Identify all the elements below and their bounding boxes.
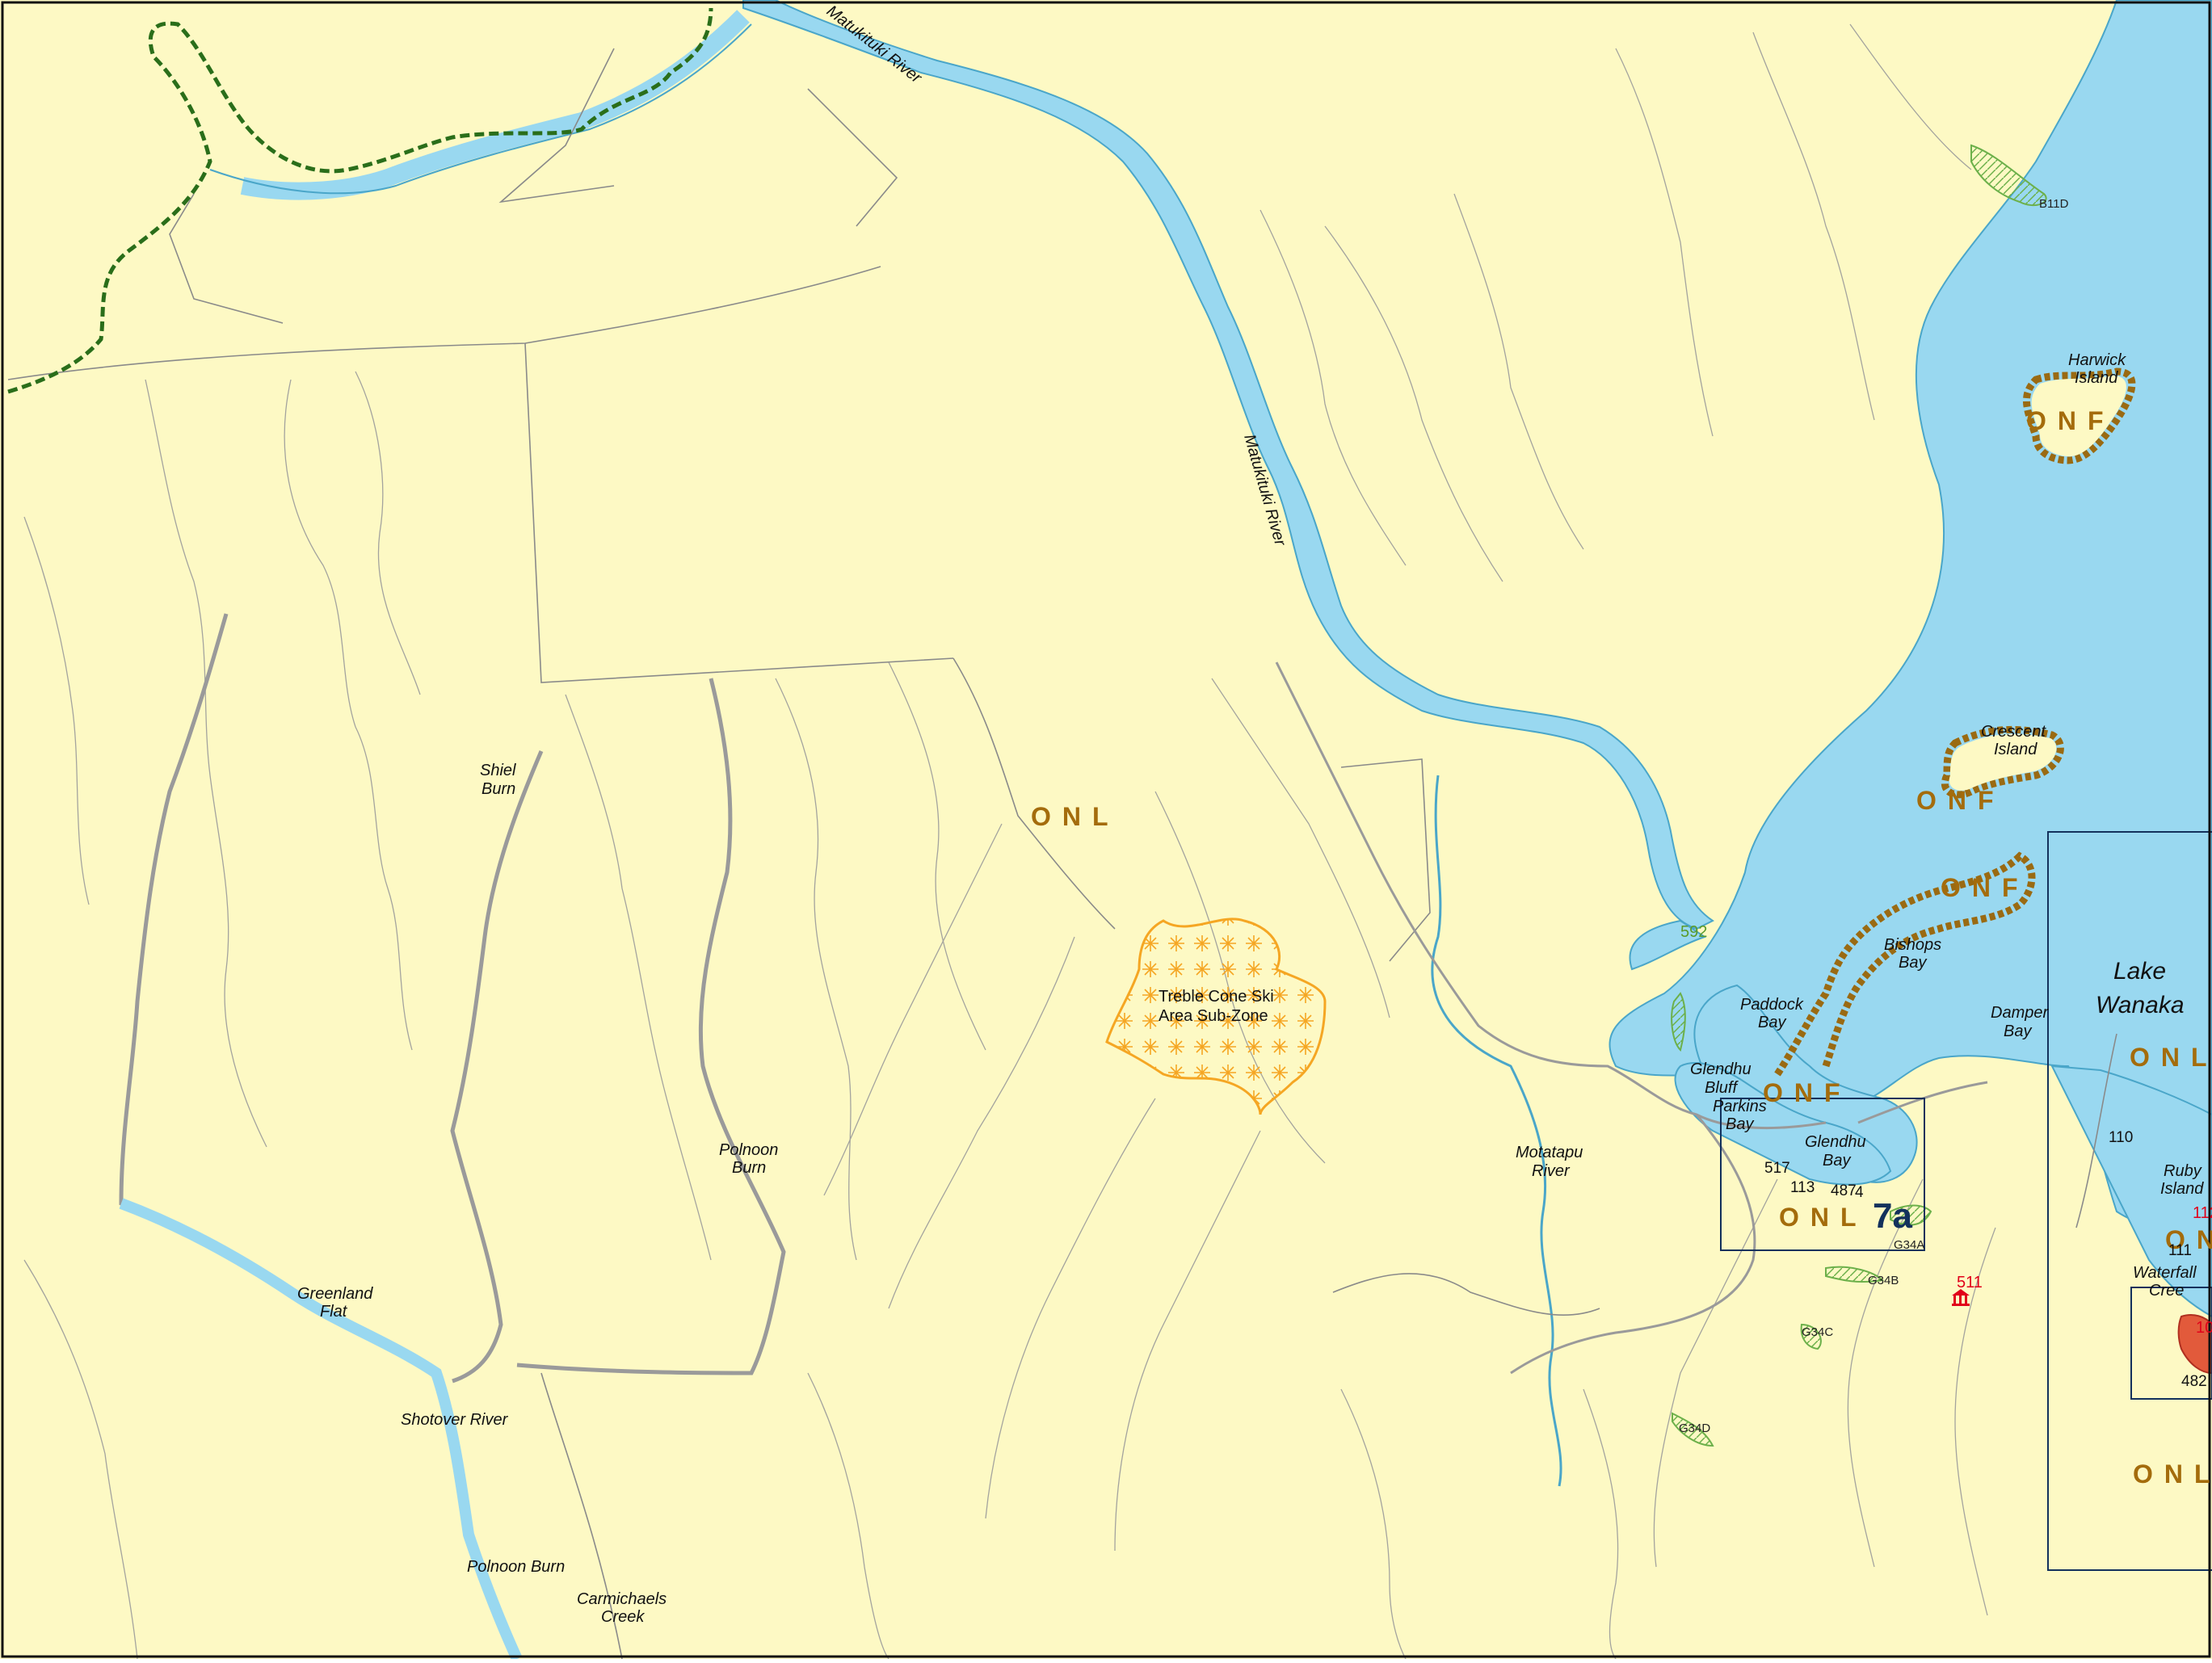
code-4: 4: [1855, 1184, 1864, 1201]
map-ref-7a[interactable]: 7a: [1873, 1196, 1912, 1236]
label-ski-1: Treble Cone Ski: [1159, 988, 1274, 1006]
zone-onf-harwick: ONF: [2026, 406, 2115, 435]
label-greenland-1: Greenland: [297, 1285, 373, 1303]
label-ski-2: Area Sub-Zone: [1159, 1007, 1268, 1025]
label-shotover: Shotover River: [401, 1411, 509, 1429]
code-10: 10: [2196, 1319, 2212, 1337]
code-111: 111: [2168, 1242, 2192, 1259]
zone-onf-bishops: ONF: [1941, 873, 2029, 902]
label-polnoon-2: Burn: [732, 1159, 766, 1177]
label-crescent-2: Island: [1994, 741, 2037, 758]
zone-onl-glendhu: ONL: [1779, 1203, 1868, 1232]
label-waterfall-2: Cree: [2149, 1282, 2184, 1300]
label-motatapu-2: River: [1532, 1162, 1571, 1180]
label-glendhu-bay-1: Glendhu: [1805, 1133, 1866, 1151]
label-paddock-1: Paddock: [1740, 996, 1804, 1014]
label-damper-1: Damper: [1991, 1004, 2049, 1022]
label-carmichaels-2: Creek: [601, 1608, 645, 1626]
code-112: 112: [2193, 1204, 2212, 1222]
label-glendhu-bluff-1: Glendhu: [1690, 1060, 1752, 1078]
label-glendhu-bay-2: Bay: [1823, 1152, 1851, 1170]
label-polnoon-1: Polnoon: [719, 1141, 778, 1159]
label-harwick-1: Harwick: [2068, 351, 2126, 369]
zone-onl-lake: ONL: [2130, 1043, 2212, 1072]
label-shiel-2: Burn: [482, 780, 515, 798]
label-shiel-1: Shiel: [480, 762, 516, 779]
label-glendhu-bluff-2: Bluff: [1705, 1079, 1739, 1097]
label-parkins-2: Bay: [1726, 1115, 1754, 1133]
zone-onl-right-low: ONL: [2133, 1459, 2212, 1489]
label-bishops-2: Bay: [1899, 954, 1927, 972]
label-lake-wanaka-2: Wanaka: [2096, 992, 2185, 1018]
code-113: 113: [1790, 1179, 1815, 1196]
code-110: 110: [2109, 1129, 2133, 1146]
zone-onf-glendhu: ONF: [1763, 1078, 1852, 1107]
label-greenland-2: Flat: [320, 1303, 348, 1321]
label-motatapu-1: Motatapu: [1516, 1144, 1583, 1161]
label-damper-2: Bay: [2004, 1023, 2032, 1040]
code-g34d: G34D: [1679, 1422, 1710, 1435]
code-517: 517: [1764, 1160, 1790, 1177]
code-b11d: B11D: [2039, 197, 2069, 211]
label-carmichaels-1: Carmichaels: [577, 1590, 667, 1608]
label-ruby-1: Ruby: [2164, 1162, 2202, 1180]
label-paddock-2: Bay: [1758, 1014, 1786, 1031]
label-crescent-1: Crescent: [1981, 723, 2046, 741]
code-511: 511: [1957, 1274, 1983, 1291]
label-ruby-2: Island: [2160, 1180, 2204, 1198]
label-bishops-1: Bishops: [1884, 936, 1941, 954]
code-482: 482: [2181, 1373, 2207, 1390]
code-592: 592: [1680, 923, 1707, 941]
code-g34b: G34B: [1868, 1274, 1899, 1287]
code-g34a: G34A: [1894, 1238, 1924, 1252]
label-polnoon-burn-low: Polnoon Burn: [467, 1558, 565, 1576]
label-waterfall-1: Waterfall: [2133, 1264, 2197, 1282]
label-parkins-1: Parkins: [1713, 1098, 1767, 1115]
label-lake-wanaka-1: Lake: [2113, 958, 2166, 985]
code-g34c: G34C: [1802, 1325, 1833, 1339]
label-harwick-2: Island: [2075, 369, 2118, 387]
code-487: 487: [1831, 1182, 1857, 1199]
zone-onf-crescent: ONF: [1916, 786, 2005, 815]
zone-onl-main: ONL: [1031, 802, 1120, 831]
